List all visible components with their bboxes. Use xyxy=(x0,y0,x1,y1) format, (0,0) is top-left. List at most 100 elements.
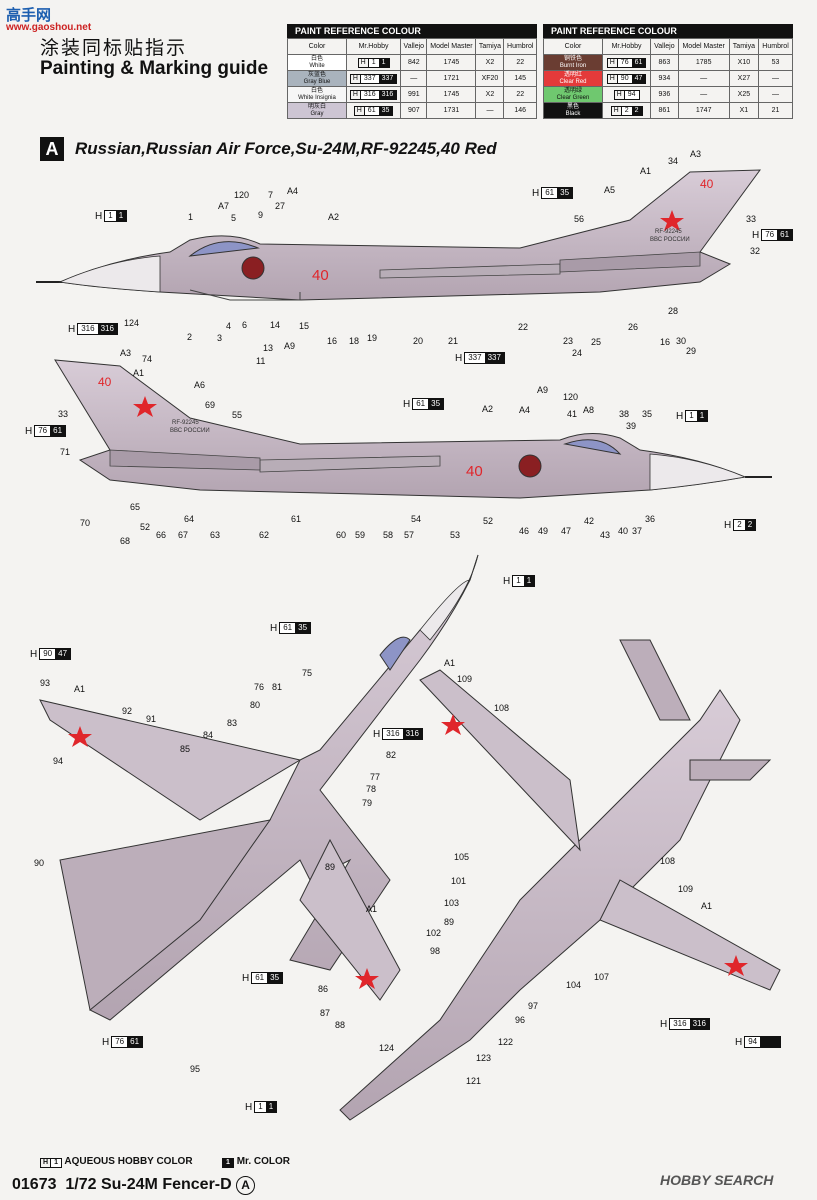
part-callout: 60 xyxy=(336,530,347,540)
part-callout: 103 xyxy=(444,898,460,908)
paint-col-header: Mr.Hobby xyxy=(601,38,652,55)
paint-col-header: Vallejo xyxy=(400,38,428,55)
part-callout: 6 xyxy=(242,320,248,330)
part-callout: 2 xyxy=(187,332,193,342)
part-callout: A2 xyxy=(482,404,494,414)
paint-cell-tamiya: X1 xyxy=(728,102,760,119)
part-callout: A3 xyxy=(120,348,132,358)
part-callout: 34 xyxy=(668,156,679,166)
paint-table-left-heading: PAINT REFERENCE COLOUR xyxy=(287,24,537,38)
part-callout: 124 xyxy=(379,1043,395,1053)
part-callout: 96 xyxy=(515,1015,526,1025)
part-callout: 89 xyxy=(444,917,455,927)
part-callout: 27 xyxy=(275,201,286,211)
part-callout: 52 xyxy=(140,522,151,532)
part-callout: 82 xyxy=(386,750,397,760)
part-callout: 23 xyxy=(563,336,574,346)
part-callout: 108 xyxy=(660,856,676,866)
part-callout: 54 xyxy=(411,514,422,524)
part-callout: 66 xyxy=(156,530,167,540)
part-callout: 32 xyxy=(750,246,761,256)
part-callout: 65 xyxy=(130,502,141,512)
paint-cell-tamiya: X2 xyxy=(475,54,505,71)
part-callout: 95 xyxy=(190,1064,201,1074)
paint-cell-vallejo: — xyxy=(400,70,428,87)
part-callout: 122 xyxy=(498,1037,514,1047)
part-callout: 35 xyxy=(642,409,653,419)
svg-text:ВВС РОССИИ: ВВС РОССИИ xyxy=(170,428,210,434)
part-callout: 29 xyxy=(686,346,697,356)
hobbysearch-logo: HOBBY SEARCH xyxy=(660,1172,774,1188)
paint-cell-tamiya: X2 xyxy=(475,86,505,103)
part-callout: 109 xyxy=(678,884,694,894)
part-callout: 16 xyxy=(327,336,338,346)
paint-cell-mm: 1745 xyxy=(426,86,477,103)
part-callout: 57 xyxy=(404,530,415,540)
part-callout: 62 xyxy=(259,530,270,540)
part-callout: 88 xyxy=(335,1020,346,1030)
part-callout: 49 xyxy=(538,526,549,536)
paint-cell-vallejo: 934 xyxy=(650,70,679,87)
part-callout: 120 xyxy=(234,190,250,200)
part-callout: 101 xyxy=(451,876,467,886)
part-callout: 77 xyxy=(370,772,381,782)
part-callout: 92 xyxy=(122,706,133,716)
paint-cell-mm: 1731 xyxy=(426,102,477,119)
part-callout: 53 xyxy=(450,530,461,540)
paint-cell-mm: — xyxy=(677,86,730,103)
part-callout: 21 xyxy=(448,336,459,346)
part-callout: 33 xyxy=(58,409,69,419)
paint-cell-humbrol: — xyxy=(758,86,793,103)
part-callout: 87 xyxy=(320,1008,331,1018)
part-callout: 98 xyxy=(430,946,441,956)
paint-cell-mm: 1721 xyxy=(426,70,477,87)
paint-cell-vallejo: 907 xyxy=(400,102,428,119)
part-callout: 26 xyxy=(628,322,639,332)
part-callout: 38 xyxy=(619,409,630,419)
part-callout: 18 xyxy=(349,336,360,346)
paint-cell-vallejo: 861 xyxy=(650,102,679,119)
part-callout: A9 xyxy=(284,341,296,351)
part-callout: 9 xyxy=(258,210,264,220)
part-callout: A8 xyxy=(583,405,595,415)
part-callout: 70 xyxy=(80,518,91,528)
part-callout: 41 xyxy=(567,409,578,419)
paint-cell-mm: 1747 xyxy=(677,102,730,119)
part-callout: 97 xyxy=(528,1001,539,1011)
part-callout: 67 xyxy=(178,530,189,540)
color-ref-17: H 94 xyxy=(735,1036,782,1048)
part-callout: A3 xyxy=(690,149,702,159)
section-letter: A xyxy=(40,137,64,161)
part-callout: A1 xyxy=(133,368,145,378)
part-callout: 1 xyxy=(188,212,194,222)
paint-col-header: Tamiya xyxy=(728,38,760,55)
paint-cell-humbrol: — xyxy=(758,70,793,87)
part-callout: 24 xyxy=(572,348,583,358)
part-callout: 107 xyxy=(594,972,610,982)
paint-cell-tamiya: — xyxy=(475,102,505,119)
part-callout: 85 xyxy=(180,744,191,754)
part-callout: A1 xyxy=(74,684,86,694)
part-callout: 25 xyxy=(591,337,602,347)
part-callout: 68 xyxy=(120,536,131,546)
paint-cell-vallejo: 842 xyxy=(400,54,428,71)
part-callout: 11 xyxy=(256,356,266,366)
part-callout: 46 xyxy=(519,526,530,536)
aircraft-drawings: 40 40 RF-92245 ВВС РОССИИ 40 40 RF-92245… xyxy=(36,169,781,1121)
